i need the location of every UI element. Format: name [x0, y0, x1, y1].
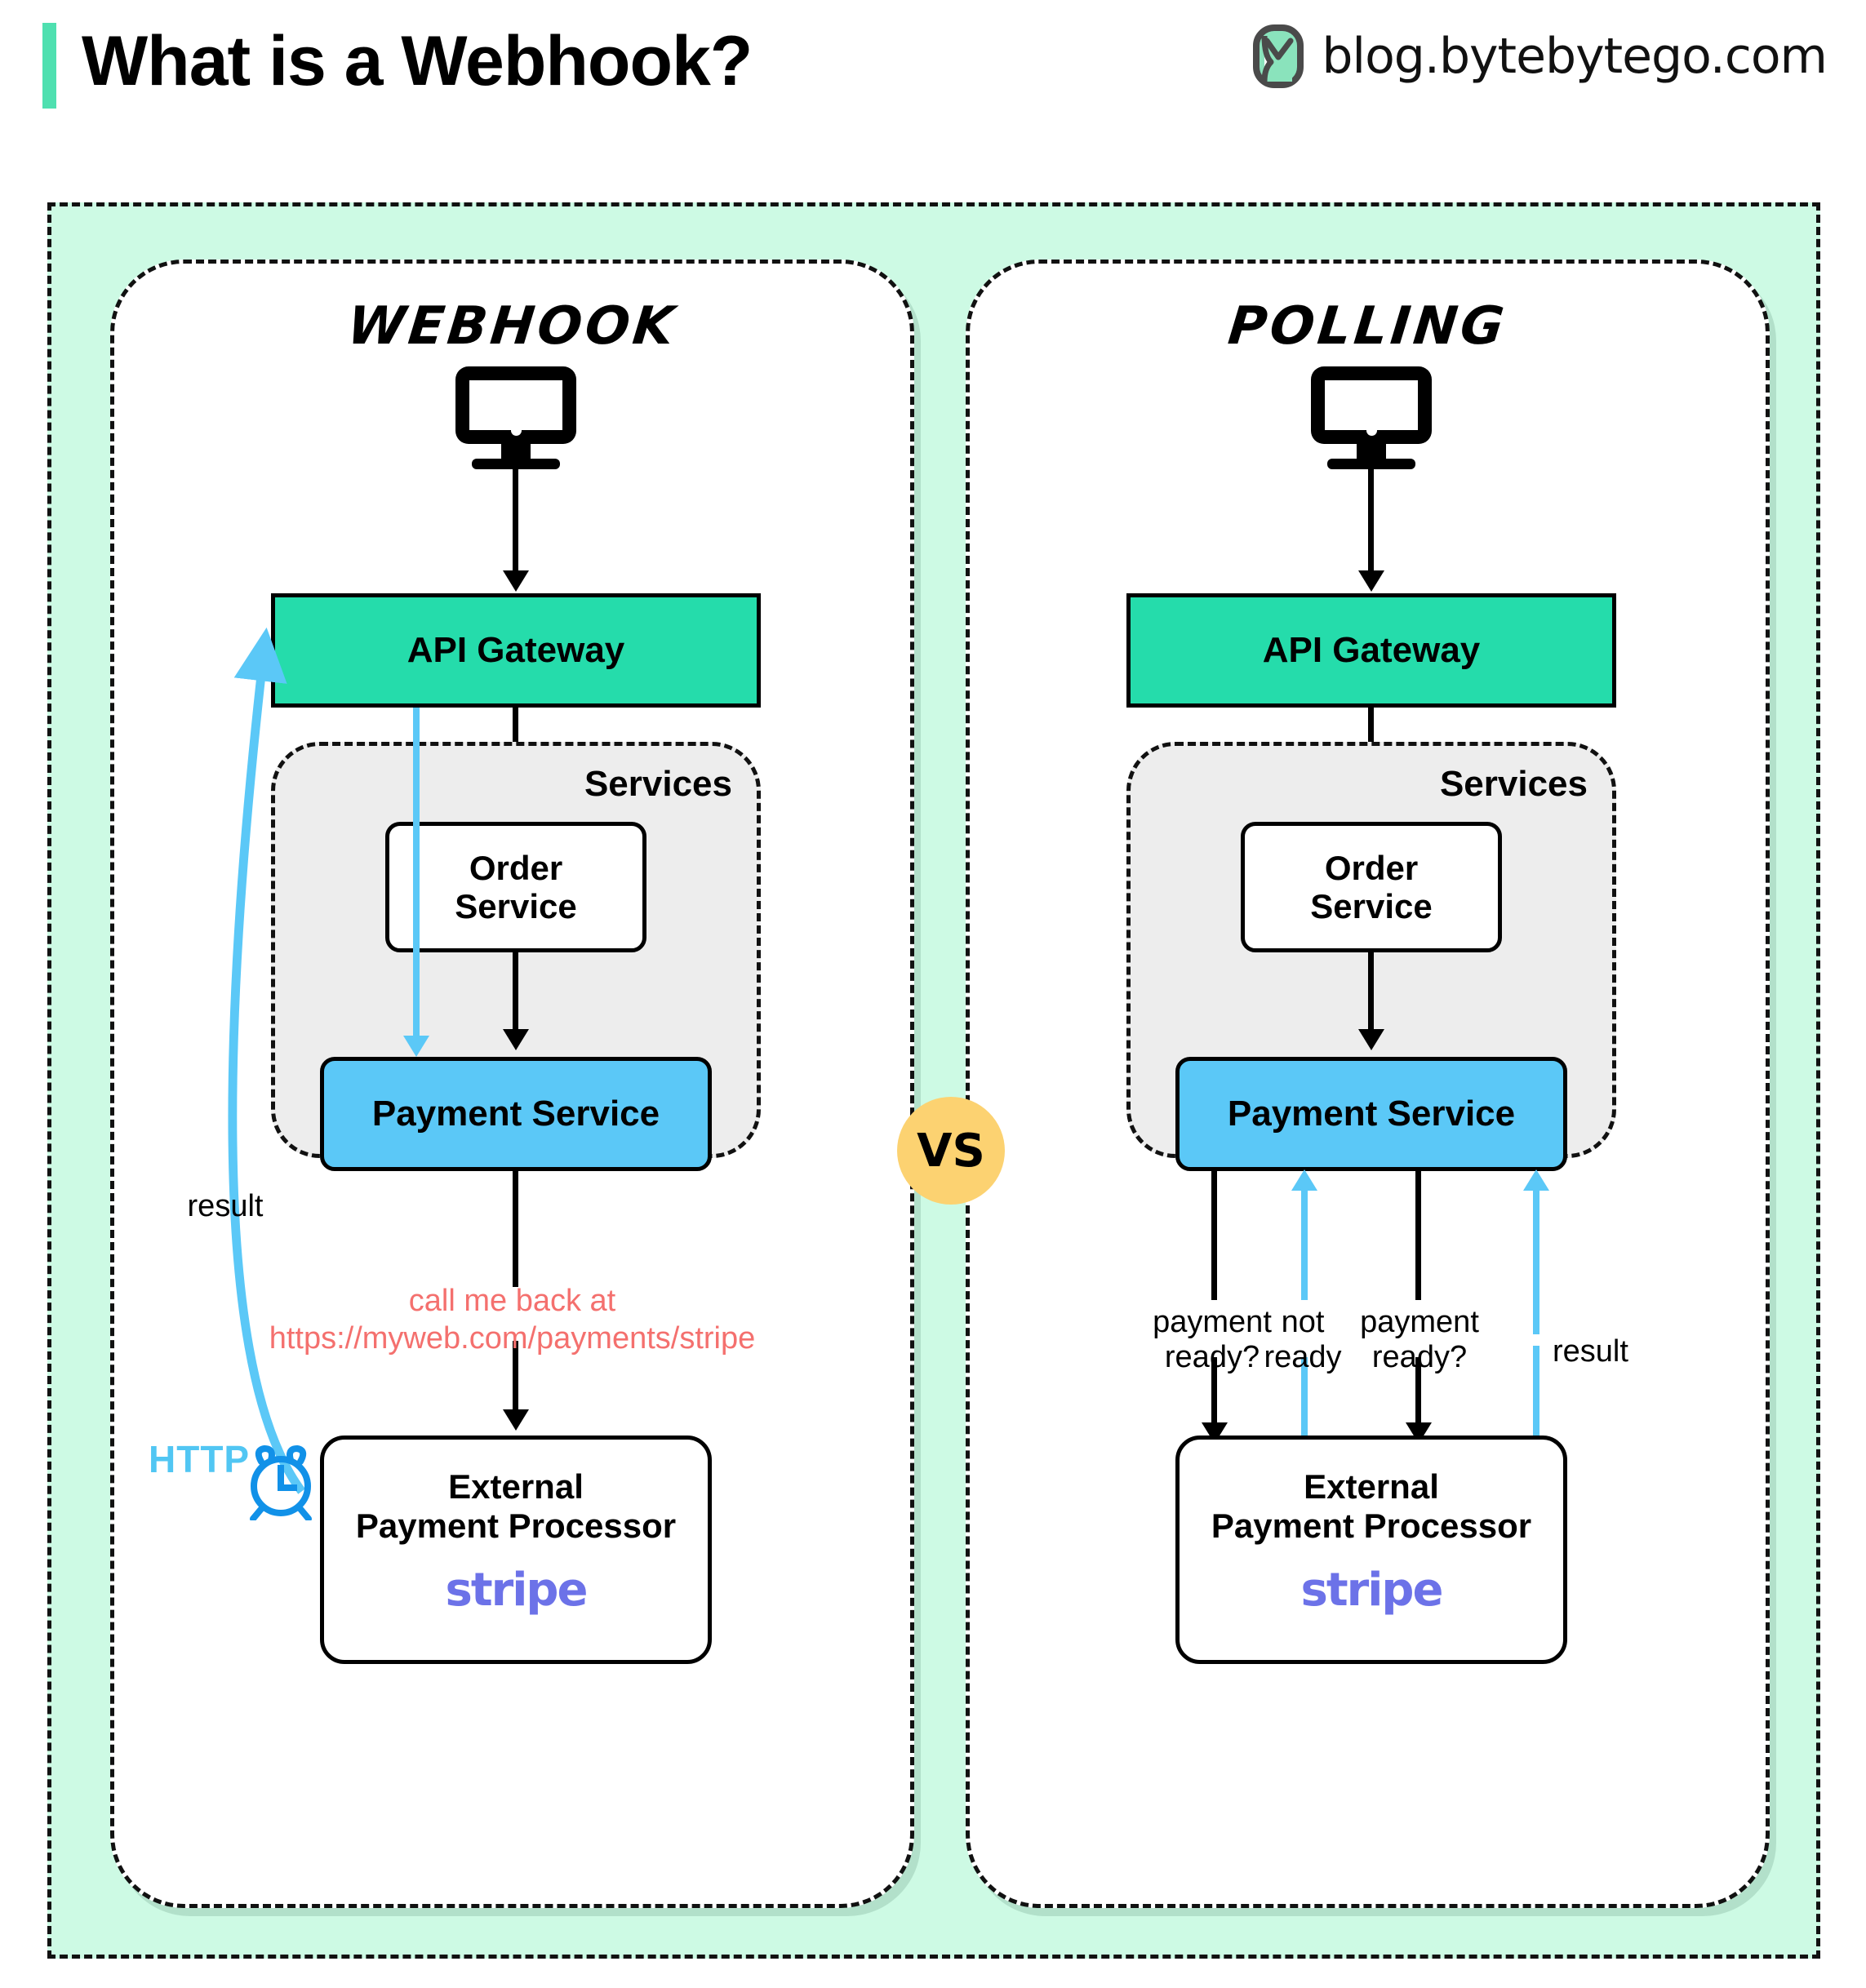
callback-note-line-1: call me back at	[408, 1284, 616, 1318]
label-poll-request-2-line-1: payment	[1360, 1305, 1479, 1339]
arrow-poll-response-not-ready-lower	[1301, 1357, 1308, 1436]
arrow-poll-result-head	[1523, 1169, 1549, 1191]
arrow-webhook-callback-to-payment	[413, 708, 420, 1041]
monitor-neck	[1357, 444, 1386, 462]
label-result-webhook: result	[187, 1189, 264, 1223]
arrow-client-to-gateway-head	[1358, 570, 1384, 592]
arrow-poll-result-lower	[1533, 1346, 1539, 1436]
order-service-line-2: Service	[1310, 887, 1433, 925]
label-poll-request-1-line-1: payment	[1153, 1305, 1272, 1339]
arrow-poll-response-not-ready-head	[1291, 1169, 1317, 1191]
callback-note-line-2: https://myweb.com/payments/stripe	[269, 1321, 756, 1356]
services-label-webhook: Services	[584, 764, 732, 804]
stripe-logo-text: stripe	[1300, 1563, 1444, 1617]
arrow-poll-request-1	[1211, 1171, 1217, 1300]
order-service-line-1: Order	[1324, 848, 1419, 887]
external-line-1: External	[448, 1467, 584, 1506]
brand-text: blog.bytebytego.com	[1322, 28, 1828, 85]
arrow-order-to-payment	[1368, 952, 1374, 1034]
box-external-processor-webhook[interactable]: External Payment Processor stripe	[320, 1436, 712, 1664]
box-external-processor-polling[interactable]: External Payment Processor stripe	[1175, 1436, 1567, 1664]
arrow-payment-to-external-lower	[513, 1341, 518, 1414]
monitor-icon	[455, 366, 576, 469]
label-poll-request-2: payment ready?	[1350, 1305, 1489, 1376]
monitor-base	[1327, 459, 1415, 469]
monitor-base	[472, 459, 560, 469]
arrow-payment-to-external	[513, 1171, 518, 1287]
title-accent-bar	[42, 23, 56, 109]
bytebytego-logo-icon	[1253, 24, 1304, 88]
arrow-poll-request-2-lower	[1415, 1357, 1421, 1427]
monitor-power-dot	[1366, 425, 1377, 436]
panel-polling: Polling API Gateway Services	[966, 260, 1770, 1908]
external-line-1: External	[1304, 1467, 1439, 1506]
box-api-gateway-polling[interactable]: API Gateway	[1126, 593, 1616, 708]
label-poll-request-1: payment ready?	[1143, 1305, 1282, 1376]
arrow-webhook-callback-to-payment-head	[403, 1036, 429, 1057]
arrow-order-to-payment-head	[1358, 1029, 1384, 1050]
label-poll-request-2-line-2: ready?	[1371, 1340, 1468, 1375]
label-poll-not-ready-line-2: ready	[1264, 1340, 1342, 1375]
arrow-client-to-gateway-head	[503, 570, 529, 592]
box-order-service-webhook[interactable]: Order Service	[385, 822, 646, 952]
brand: blog.bytebytego.com	[1253, 24, 1828, 88]
external-line-2: Payment Processor	[1211, 1507, 1532, 1546]
box-payment-service-polling[interactable]: Payment Service	[1175, 1057, 1567, 1171]
box-order-service-polling[interactable]: Order Service	[1241, 822, 1502, 952]
monitor-neck	[501, 444, 531, 462]
vs-badge: VS	[897, 1097, 1005, 1205]
arrow-poll-request-1-lower	[1211, 1357, 1217, 1427]
arrow-order-to-payment	[513, 952, 518, 1034]
label-poll-result: result	[1553, 1334, 1628, 1369]
monitor-power-dot	[510, 425, 522, 436]
stripe-logo-text: stripe	[445, 1563, 589, 1617]
page-title: What is a Webhook?	[82, 22, 753, 100]
panel-webhook: Webhook API Gateway Services	[110, 260, 914, 1908]
arrow-order-to-payment-head	[503, 1029, 529, 1050]
alarm-clock-icon	[250, 1444, 312, 1520]
callback-url-note: call me back at https://myweb.com/paymen…	[114, 1282, 910, 1358]
arrow-poll-request-2	[1415, 1171, 1421, 1300]
box-api-gateway-webhook[interactable]: API Gateway	[271, 593, 761, 708]
label-poll-request-1-line-2: ready?	[1164, 1340, 1260, 1375]
arrow-client-to-gateway	[1368, 469, 1374, 575]
arrow-client-to-gateway	[513, 469, 518, 575]
services-label-polling: Services	[1439, 764, 1588, 804]
external-line-2: Payment Processor	[355, 1507, 677, 1546]
monitor-screen	[455, 366, 576, 444]
box-payment-service-webhook[interactable]: Payment Service	[320, 1057, 712, 1171]
order-service-line-1: Order	[469, 848, 563, 887]
label-http: HTTP	[149, 1438, 251, 1480]
label-poll-not-ready-line-1: not	[1281, 1305, 1325, 1339]
monitor-icon	[1311, 366, 1432, 469]
diagram-container: Webhook API Gateway Services	[47, 202, 1820, 1959]
order-service-line-2: Service	[455, 887, 577, 925]
arrow-payment-to-external-head	[503, 1409, 529, 1431]
page-header: What is a Webhook? blog.bytebytego.com	[0, 0, 1866, 139]
label-poll-not-ready: not ready	[1246, 1305, 1360, 1376]
arrow-poll-response-not-ready	[1301, 1189, 1308, 1300]
arrow-poll-result	[1533, 1189, 1539, 1334]
